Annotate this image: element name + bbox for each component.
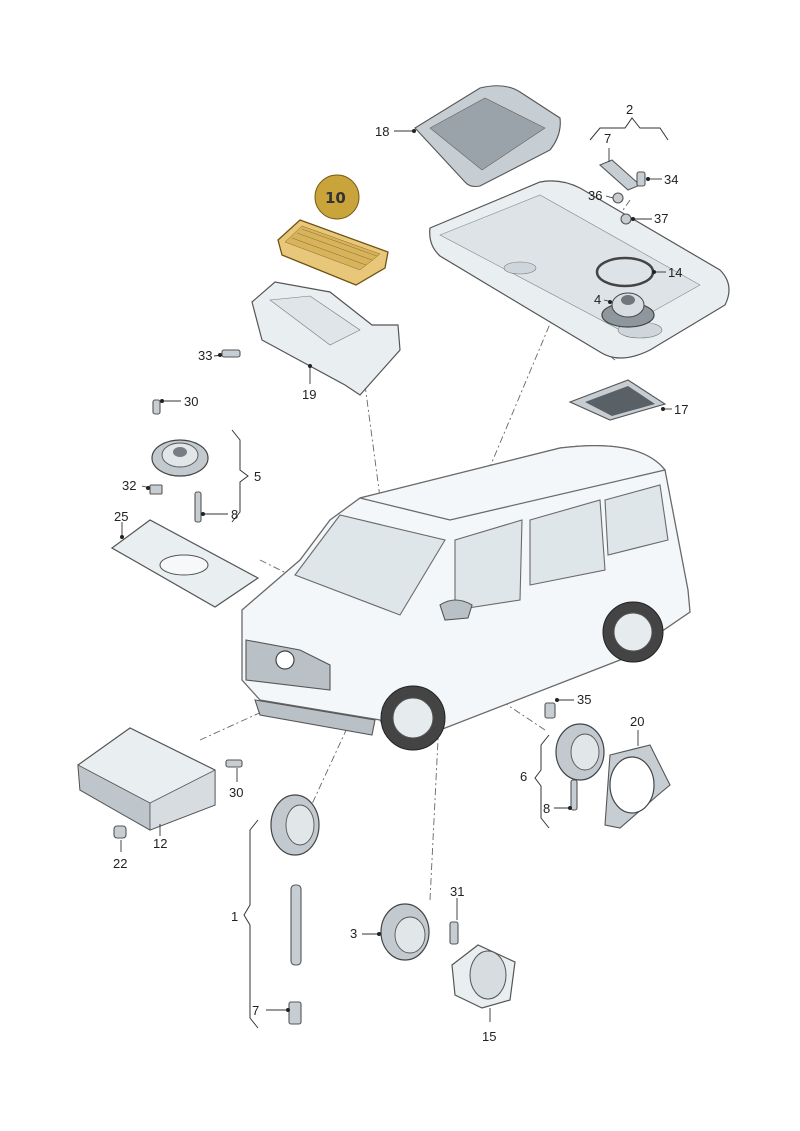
part-4-speaker: 4 (594, 292, 655, 328)
part-12-head-unit: 12 (77, 727, 216, 851)
van-illustration (241, 445, 691, 751)
callout-4: 4 (594, 292, 601, 307)
part-22-connector: 22 (113, 825, 127, 871)
callout-1: 1 (231, 909, 238, 924)
callout-30b: 30 (229, 785, 243, 800)
callout-5: 5 (254, 469, 261, 484)
callout-35: 35 (577, 692, 591, 707)
callout-20: 20 (630, 714, 644, 729)
callout-14: 14 (668, 265, 682, 280)
part-19-bracket: 19 (251, 281, 401, 402)
part-18-mat: 18 (375, 85, 561, 188)
callout-30a: 30 (184, 394, 198, 409)
callout-31: 31 (450, 884, 464, 899)
callout-34: 34 (664, 172, 678, 187)
callout-6: 6 (520, 769, 527, 784)
callout-15: 15 (482, 1029, 496, 1044)
part-6-group: 6 8 (520, 723, 605, 829)
callout-7b: 7 (252, 1003, 259, 1018)
callout-37: 37 (654, 211, 668, 226)
part-1-group: 1 7 (231, 794, 320, 1029)
callout-12: 12 (153, 836, 167, 851)
callout-10: 10 (325, 189, 346, 207)
callout-2: 2 (626, 102, 633, 117)
callout-8a: 8 (231, 507, 238, 522)
part-17-grille: 17 (568, 379, 688, 421)
part-10-amplifier: 10 (277, 174, 389, 286)
callout-25: 25 (114, 509, 128, 524)
callout-17: 17 (674, 402, 688, 417)
part-3-speaker: 3 (350, 903, 430, 961)
callout-32: 32 (122, 478, 136, 493)
callout-19: 19 (302, 387, 316, 402)
console-part (429, 180, 730, 359)
part-14-ring: 14 (595, 256, 682, 288)
callout-36: 36 (588, 188, 602, 203)
part-15-cover: 15 (451, 944, 516, 1044)
part-20-bracket: 20 (604, 714, 671, 829)
part-33-screw: 33 (198, 348, 241, 363)
callout-7a: 7 (604, 131, 611, 146)
part-35-screw: 35 (544, 692, 591, 719)
callout-33: 33 (198, 348, 212, 363)
part-2-group: 2 7 34 36 37 (588, 102, 678, 226)
callout-18: 18 (375, 124, 389, 139)
callout-3: 3 (350, 926, 357, 941)
part-30a-screw: 30 (152, 394, 198, 415)
part-31-pin: 31 (449, 884, 464, 945)
callout-22: 22 (113, 856, 127, 871)
part-5-group: 5 8 32 (122, 429, 261, 523)
callout-8b: 8 (543, 801, 550, 816)
part-30b-screw: 30 (225, 759, 243, 800)
part-25-plate: 25 (110, 509, 260, 608)
